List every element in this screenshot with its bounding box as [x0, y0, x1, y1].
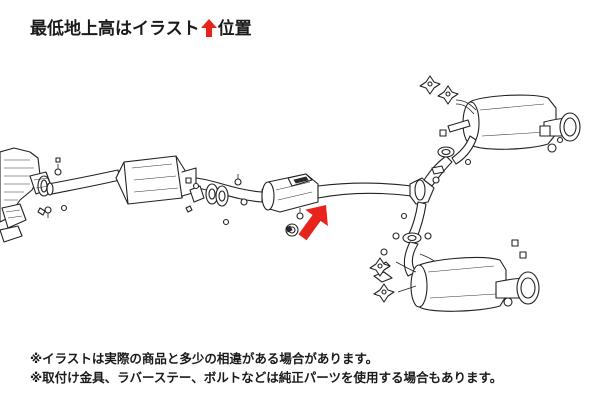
front-manifold — [0, 147, 53, 243]
lower-hangers — [369, 239, 527, 303]
ground-clearance-marker — [298, 205, 328, 241]
first-catalyst — [115, 155, 197, 205]
bolt-cluster-left — [37, 157, 68, 218]
center-pipe-a — [195, 177, 263, 207]
title-text-before: 最低地上高はイラスト — [30, 19, 200, 39]
exhaust-system-diagram — [0, 75, 581, 312]
gasket-set-center — [185, 174, 248, 226]
note-line-1: ※イラストは実際の商品と多少の相違がある場合があります。 — [30, 351, 379, 366]
mid-pipe — [317, 182, 413, 199]
upper-muffler — [451, 94, 581, 165]
upper-hangers — [419, 75, 477, 133]
hanger-set-center — [285, 208, 304, 237]
notes: ※イラストは実際の商品と多少の相違がある場合があります。 ※取付け金具、ラバース… — [30, 349, 502, 387]
page-title: 最低地上高はイラスト位置 — [30, 14, 252, 39]
note-line-2: ※取付け金具、ラバーステー、ボルトなどは純正パーツを使用する場合もあります。 — [30, 370, 503, 385]
lower-muffler — [410, 256, 540, 312]
y-junction — [407, 155, 453, 241]
title-text-after: 位置 — [217, 19, 252, 39]
up-arrow-icon — [298, 205, 328, 241]
second-catalyst — [261, 173, 319, 213]
up-arrow-icon — [200, 19, 217, 37]
